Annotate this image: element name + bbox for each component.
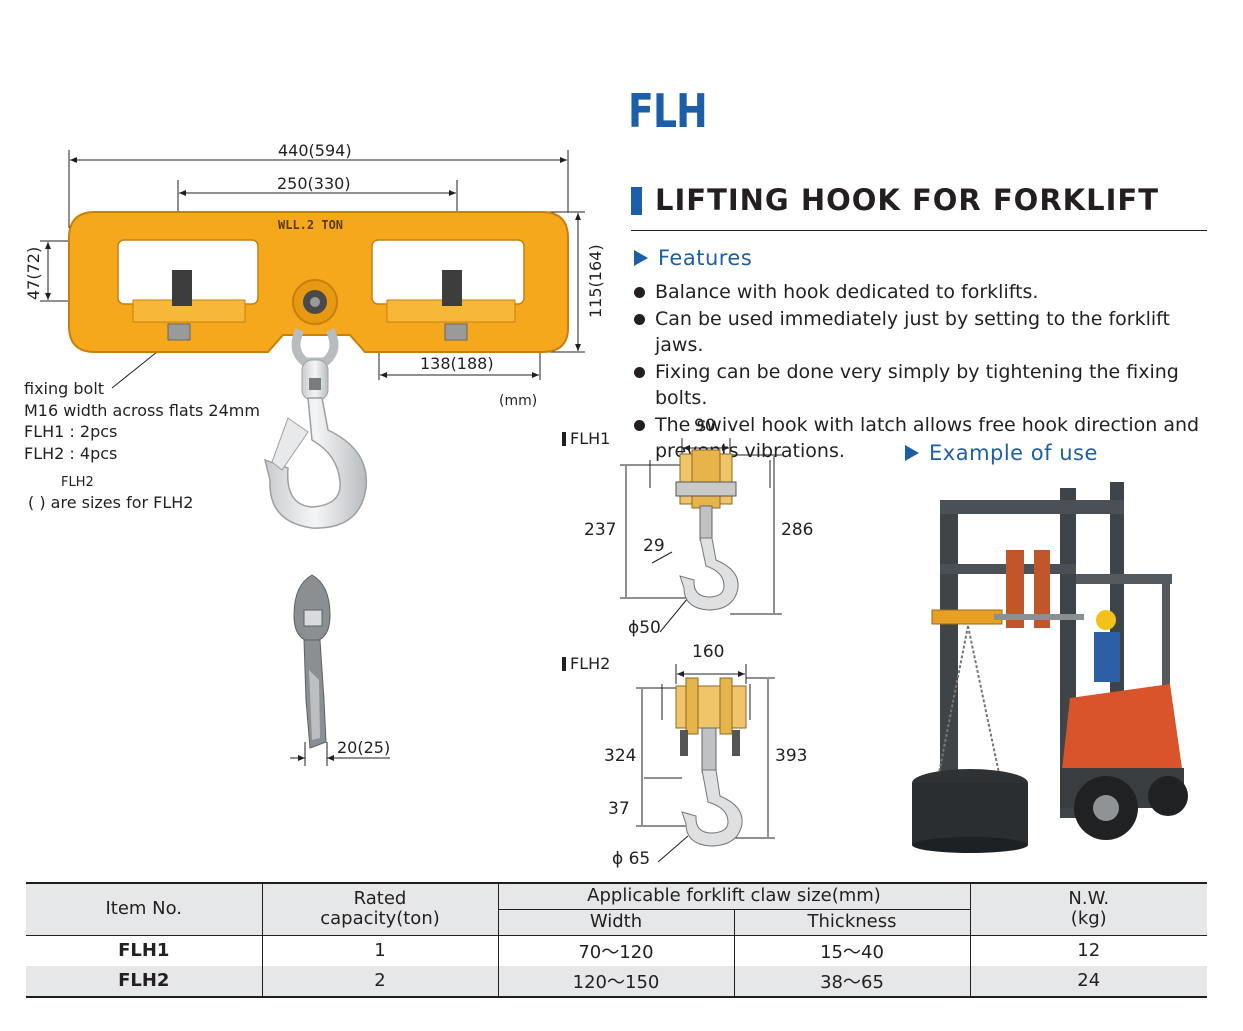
flh1-hook-diameter: ϕ50 bbox=[628, 618, 661, 638]
cell-thickness: 38～65 bbox=[733, 965, 971, 998]
header-rated-line: Rated bbox=[353, 888, 407, 910]
dim-bolt-pitch: 250(330) bbox=[277, 174, 351, 193]
bolt-note-line: FLH1 : 2pcs bbox=[24, 422, 118, 441]
header-claw-size: Applicable forklift claw size(mm) bbox=[497, 882, 971, 910]
spec-table: Item No. Rated capacity(ton) Applicable … bbox=[26, 882, 1207, 998]
header-nw-line: N.W. bbox=[1068, 888, 1110, 910]
flh1-width: 90 bbox=[694, 416, 716, 436]
cell-item: FLH1 bbox=[26, 935, 263, 966]
wll-plate-text: WLL.2 TON bbox=[278, 218, 343, 232]
table-row: FLH2 2 120～150 38～65 24 bbox=[26, 965, 1207, 998]
feature-item: Fixing can be done very simply by tighte… bbox=[634, 359, 1224, 412]
flh2-width: 160 bbox=[692, 642, 725, 662]
flh2-height-left: 324 bbox=[604, 746, 637, 766]
cell-nw: 24 bbox=[969, 965, 1207, 998]
features-heading: Features bbox=[634, 246, 752, 270]
cell-thickness: 15～40 bbox=[733, 935, 971, 966]
flh1-height-left: 237 bbox=[584, 520, 617, 540]
header-item: Item No. bbox=[26, 882, 263, 935]
page-subtitle: LIFTING HOOK FOR FORKLIFT bbox=[655, 183, 1159, 217]
features-heading-label: Features bbox=[658, 246, 753, 270]
flh2-drawing bbox=[636, 664, 775, 863]
header-thickness: Thickness bbox=[733, 909, 970, 935]
bolt-note-line: fixing bolt bbox=[24, 379, 105, 398]
main-hook-drawing: WLL.2 TON bbox=[40, 150, 585, 766]
page-title: FLH bbox=[628, 84, 708, 138]
cell-capacity: 2 bbox=[261, 965, 499, 998]
dim-overall-length: 440(594) bbox=[278, 141, 352, 160]
dim-left-height: 47(72) bbox=[24, 246, 43, 300]
bolt-note-line: M16 width across flats 24mm bbox=[24, 400, 260, 420]
flh2-label-text: FLH2 bbox=[570, 654, 611, 673]
feature-item: Can be used immediately just by setting … bbox=[634, 306, 1224, 359]
cell-item: FLH2 bbox=[26, 965, 263, 998]
subtitle-marker bbox=[631, 187, 642, 215]
flh2-label: FLH2 bbox=[562, 654, 610, 673]
example-heading: Example of use bbox=[905, 441, 1098, 465]
cell-nw: 12 bbox=[969, 935, 1207, 966]
header-net-weight: N.W. (kg) bbox=[969, 882, 1207, 935]
flh2-throat: 37 bbox=[608, 799, 630, 819]
flh2-hook-diameter: ϕ 65 bbox=[612, 849, 651, 869]
cell-width: 120～150 bbox=[497, 965, 735, 998]
size-note: ( ) are sizes for FLH2 bbox=[28, 493, 194, 512]
unit-label: (mm) bbox=[499, 393, 538, 409]
flh1-drawing bbox=[620, 438, 782, 633]
cell-capacity: 1 bbox=[261, 935, 499, 966]
flh1-label: FLH1 bbox=[562, 429, 610, 448]
header-width: Width bbox=[498, 909, 735, 935]
dim-opening: 138(188) bbox=[420, 354, 494, 373]
flh2-height-right: 393 bbox=[775, 746, 808, 766]
flh1-label-text: FLH1 bbox=[570, 429, 611, 448]
header-nw-line: (kg) bbox=[1070, 908, 1107, 930]
bolt-note-line: FLH2 : 4pcs bbox=[24, 443, 118, 463]
bolt-note: fixing bolt M16 width across flats 24mm … bbox=[24, 378, 260, 464]
label-marker bbox=[562, 657, 566, 671]
play-triangle-icon bbox=[634, 250, 648, 266]
dim-hook-thickness: 20(25) bbox=[337, 738, 391, 757]
header-rated-line: capacity(ton) bbox=[320, 908, 440, 930]
flh1-height-right: 286 bbox=[781, 520, 814, 540]
example-heading-label: Example of use bbox=[929, 441, 1098, 465]
size-note-small: FLH2 bbox=[61, 475, 94, 490]
play-triangle-icon bbox=[905, 445, 919, 461]
dim-right-height: 115(164) bbox=[586, 244, 605, 318]
cell-width: 70～120 bbox=[497, 935, 735, 966]
subtitle-divider bbox=[631, 230, 1207, 231]
feature-item: Balance with hook dedicated to forklifts… bbox=[634, 279, 1224, 306]
table-row: FLH1 1 70～120 15～40 12 bbox=[26, 935, 1207, 966]
header-rated-capacity: Rated capacity(ton) bbox=[261, 882, 499, 935]
forklift-photo bbox=[910, 478, 1192, 854]
label-marker bbox=[562, 432, 566, 446]
flh1-throat: 29 bbox=[643, 536, 665, 556]
